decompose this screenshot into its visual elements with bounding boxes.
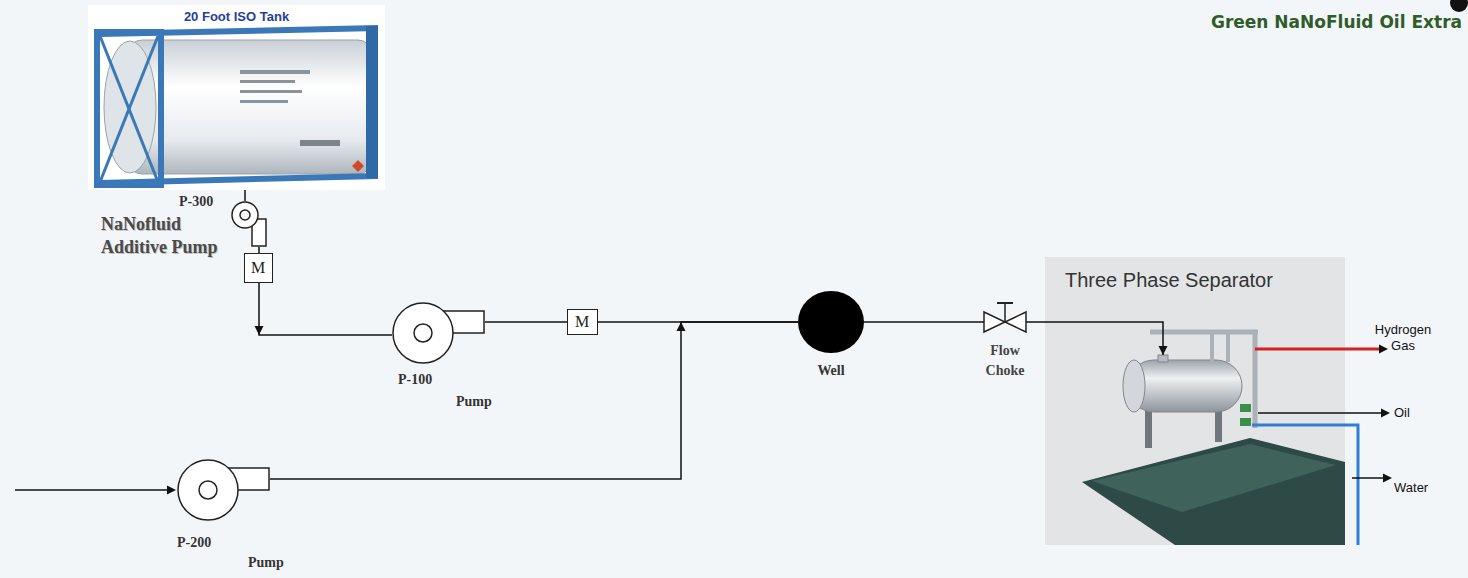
- node-text: Well: [817, 363, 844, 379]
- tank-shell: [128, 40, 372, 174]
- diagram-title: Green NaNoFluid Oil Extra: [1211, 12, 1462, 32]
- pump-casing: [393, 303, 453, 363]
- flow-line: [1026, 322, 1163, 355]
- well-symbol: Well: [798, 291, 864, 353]
- tank-frame-post: [366, 26, 378, 178]
- skid-platform: [1082, 438, 1345, 545]
- node-text: Pump: [248, 555, 284, 571]
- node-outline: [177, 459, 270, 521]
- vessel-leg: [1215, 408, 1222, 442]
- separator-panel: Three Phase Separator: [1045, 257, 1345, 545]
- output-label: Hydrogen Gas: [1372, 322, 1434, 354]
- output-label: Oil: [1394, 405, 1410, 421]
- separator-panel: [1045, 257, 1345, 545]
- node-text: P-200: [177, 535, 211, 551]
- node-text: Flow Choke: [976, 341, 1034, 381]
- flow-line: [864, 321, 984, 323]
- tank-frame-brace: [100, 36, 158, 182]
- inlet-nozzle: [1158, 355, 1168, 362]
- node-text: 20 Foot ISO Tank: [184, 9, 289, 24]
- separator-pipe: [1210, 332, 1214, 362]
- inlet-line: [15, 489, 169, 491]
- node-outline: [392, 302, 485, 364]
- tank-marking: [240, 80, 295, 83]
- node-text: M: [251, 259, 265, 277]
- arrowhead: [677, 322, 686, 331]
- node-outline: [231, 201, 271, 247]
- node-text: P-300: [179, 194, 213, 210]
- vessel-leg: [1145, 408, 1152, 448]
- gas-outlet-arrowhead: [1379, 345, 1388, 354]
- node-text: Three Phase Separator: [1065, 269, 1273, 292]
- node-text: NaNofluid Additive Pump: [101, 213, 227, 259]
- pump-casing: [232, 202, 258, 228]
- node-text: M: [575, 313, 589, 331]
- motor-box: M: [567, 309, 598, 335]
- additive-pump: P-300NaNofluid Additive Pump: [231, 201, 271, 247]
- arrowhead: [255, 326, 264, 335]
- motor-box: M: [244, 253, 273, 283]
- flow-line: [244, 190, 246, 201]
- gas-outlet-line: [1255, 348, 1380, 351]
- water-outlet-arrowhead: [1383, 474, 1392, 483]
- water-outlet-arrow: [1352, 477, 1384, 479]
- pump-symbol: P-100Pump: [392, 302, 485, 364]
- valve-handle: [997, 302, 1013, 304]
- iso-tank: 20 Foot ISO Tank: [88, 5, 385, 190]
- tank-marking: [240, 70, 310, 74]
- pump-impeller: [414, 324, 432, 342]
- inlet-arrowhead: [167, 486, 176, 495]
- arrowhead: [1159, 346, 1168, 355]
- node-outline: [798, 291, 864, 353]
- flow-choke-valve: Flow Choke: [984, 301, 1026, 333]
- tank-marking: [240, 100, 288, 103]
- node-text: P-100: [398, 372, 432, 388]
- water-outlet-line: [1252, 425, 1358, 545]
- tank-frame-end: [97, 32, 161, 185]
- separator-pipe: [1226, 332, 1230, 362]
- pump-symbol: P-200Pump: [177, 459, 270, 521]
- valve-stem: [1004, 303, 1006, 322]
- oil-outlet-line: [1258, 412, 1382, 414]
- valve-body: [1240, 404, 1251, 412]
- node-outline: [984, 301, 1026, 333]
- flow-line: [259, 283, 392, 335]
- logo-mark: [1450, 0, 1468, 12]
- tank-image-ground: [88, 5, 385, 190]
- oil-outlet-arrowhead: [1381, 409, 1390, 418]
- node-text: Pump: [456, 394, 492, 410]
- tank-marking: [300, 140, 340, 146]
- tank-frame-brace: [100, 36, 158, 182]
- valve-body: [1240, 418, 1251, 426]
- tank-hazard-sign: [352, 160, 364, 172]
- well-disc: [798, 291, 864, 353]
- flow-line: [270, 322, 798, 479]
- vessel-head: [1123, 360, 1145, 412]
- separator-pipe: [1253, 330, 1258, 428]
- pump-impeller: [240, 210, 250, 220]
- pump-impeller: [199, 481, 217, 499]
- tank-frame-beam: [100, 176, 378, 183]
- tank-marking: [240, 90, 302, 93]
- output-label: Water: [1394, 480, 1428, 496]
- pump-casing: [178, 460, 238, 520]
- flow-line: [485, 321, 567, 323]
- separator-pipe: [1150, 330, 1258, 335]
- skid-deck: [1092, 444, 1336, 512]
